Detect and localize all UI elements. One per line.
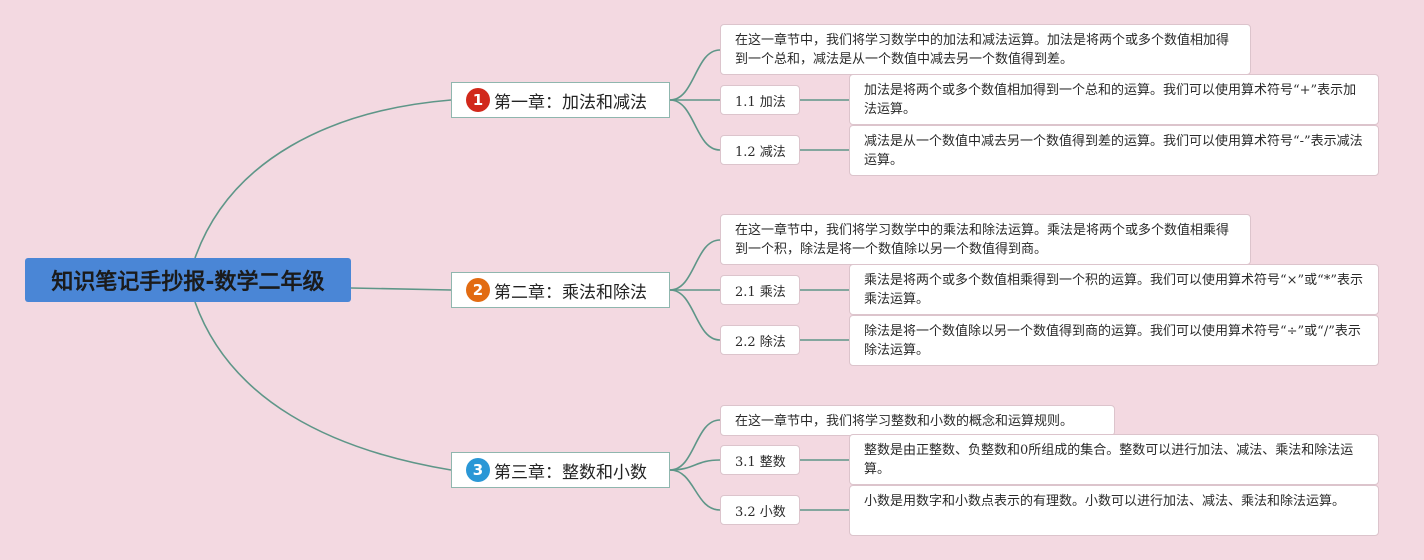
subtopic-1-2[interactable]: 1.2 减法	[720, 135, 800, 165]
number-badge-icon: 3	[466, 458, 490, 482]
chapter-1-title: 第一章：加法和减法	[494, 92, 647, 113]
number-badge-icon: 2	[466, 278, 490, 302]
subtopic-3-1-detail[interactable]: 整数是由正整数、负整数和0所组成的集合。整数可以进行加法、减法、乘法和除法运算。	[849, 434, 1379, 485]
subtopic-2-1-detail[interactable]: 乘法是将两个或多个数值相乘得到一个积的运算。我们可以使用算术符号“×”或“*”表…	[849, 264, 1379, 315]
chapter-1-intro[interactable]: 在这一章节中，我们将学习数学中的加法和减法运算。加法是将两个或多个数值相加得到一…	[720, 24, 1251, 75]
number-badge-icon: 1	[466, 88, 490, 112]
root-topic[interactable]: 知识笔记手抄报-数学二年级	[25, 258, 351, 302]
subtopic-1-1-detail[interactable]: 加法是将两个或多个数值相加得到一个总和的运算。我们可以使用算术符号“+”表示加法…	[849, 74, 1379, 125]
subtopic-1-1[interactable]: 1.1 加法	[720, 85, 800, 115]
chapter-2-intro[interactable]: 在这一章节中，我们将学习数学中的乘法和除法运算。乘法是将两个或多个数值相乘得到一…	[720, 214, 1251, 265]
chapter-1-node[interactable]: 1 第一章：加法和减法	[451, 82, 670, 118]
chapter-3-intro[interactable]: 在这一章节中，我们将学习整数和小数的概念和运算规则。	[720, 405, 1115, 436]
subtopic-2-2[interactable]: 2.2 除法	[720, 325, 800, 355]
subtopic-3-1[interactable]: 3.1 整数	[720, 445, 800, 475]
subtopic-1-2-detail[interactable]: 减法是从一个数值中减去另一个数值得到差的运算。我们可以使用算术符号“-”表示减法…	[849, 125, 1379, 176]
subtopic-3-2-detail[interactable]: 小数是用数字和小数点表示的有理数。小数可以进行加法、减法、乘法和除法运算。	[849, 485, 1379, 536]
subtopic-2-1[interactable]: 2.1 乘法	[720, 275, 800, 305]
subtopic-3-2[interactable]: 3.2 小数	[720, 495, 800, 525]
chapter-2-node[interactable]: 2 第二章：乘法和除法	[451, 272, 670, 308]
chapter-3-node[interactable]: 3 第三章：整数和小数	[451, 452, 670, 488]
chapter-2-title: 第二章：乘法和除法	[494, 282, 647, 303]
subtopic-2-2-detail[interactable]: 除法是将一个数值除以另一个数值得到商的运算。我们可以使用算术符号“÷”或“/”表…	[849, 315, 1379, 366]
chapter-3-title: 第三章：整数和小数	[494, 462, 647, 483]
